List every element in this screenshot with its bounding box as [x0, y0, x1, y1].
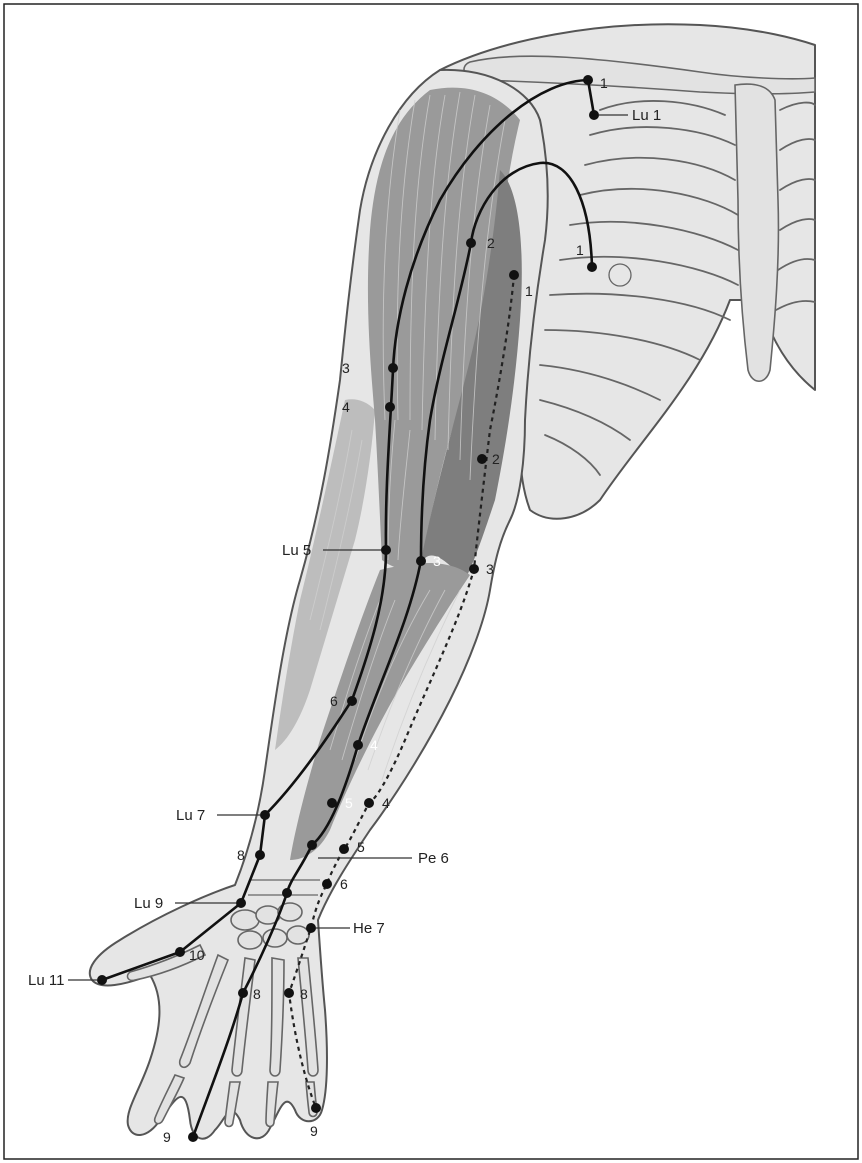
point-lu11	[97, 975, 107, 985]
point-he2	[477, 454, 487, 464]
point-lu1	[589, 110, 599, 120]
point-pe4	[353, 740, 363, 750]
number-5-pe: 5	[345, 795, 353, 811]
number-8-lu: 8	[237, 847, 245, 863]
point-pe2	[466, 238, 476, 248]
point-pe3	[416, 556, 426, 566]
number-6-he: 6	[340, 876, 348, 892]
number-4-he: 4	[382, 795, 390, 811]
number-9-pe: 9	[163, 1129, 171, 1145]
point-lu7	[260, 810, 270, 820]
label-lu1: Lu 1	[632, 107, 661, 124]
point-lu6	[347, 696, 357, 706]
number-5-he: 5	[357, 839, 365, 855]
label-he7: He 7	[353, 920, 385, 937]
point-he8	[284, 988, 294, 998]
point-pe1	[587, 262, 597, 272]
point-pe5	[327, 798, 337, 808]
label-lu9: Lu 9	[134, 895, 163, 912]
number-2-biceps: 2	[487, 235, 495, 251]
arm	[90, 70, 548, 1139]
number-8-he: 8	[300, 986, 308, 1002]
point-pe6	[307, 840, 317, 850]
point-lu2	[583, 75, 593, 85]
point-lu5	[381, 545, 391, 555]
number-8-pe: 8	[253, 986, 261, 1002]
number-3-elbow-he: 3	[486, 561, 494, 577]
point-he7	[306, 923, 316, 933]
number-9-he: 9	[310, 1123, 318, 1139]
sternum	[735, 84, 778, 381]
point-he4	[364, 798, 374, 808]
point-lu4	[385, 402, 395, 412]
number-4-lateral: 4	[342, 399, 350, 415]
point-lu8	[255, 850, 265, 860]
label-lu7: Lu 7	[176, 807, 205, 824]
point-he5	[339, 844, 349, 854]
number-10-lu: 10	[189, 947, 205, 963]
number-6-forearm: 6	[330, 693, 338, 709]
point-lu10	[175, 947, 185, 957]
label-lu5: Lu 5	[282, 542, 311, 559]
point-pe8	[238, 988, 248, 998]
number-3-lateral: 3	[342, 360, 350, 376]
point-lu3	[388, 363, 398, 373]
label-lu11: Lu 11	[28, 972, 64, 989]
point-he6	[322, 879, 332, 889]
point-lu9	[236, 898, 246, 908]
point-he1	[509, 270, 519, 280]
number-3-elbow-pe: 3	[433, 553, 441, 569]
number-1-axilla: 1	[525, 283, 533, 299]
number-1-shoulder: 1	[600, 75, 608, 91]
number-2-upperarm: 2	[492, 451, 500, 467]
point-pe9	[188, 1132, 198, 1142]
point-pe7	[282, 888, 292, 898]
number-1-chest: 1	[576, 242, 584, 258]
point-he9	[311, 1103, 321, 1113]
label-pe6: Pe 6	[418, 850, 449, 867]
number-4-forearm: 4	[370, 737, 378, 753]
point-he3	[469, 564, 479, 574]
